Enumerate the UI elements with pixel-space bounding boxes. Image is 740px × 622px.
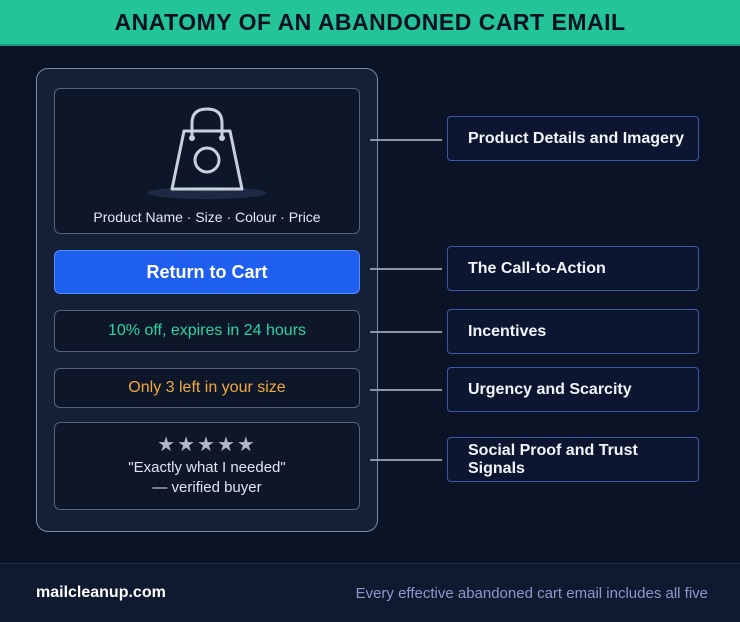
label-incentives: Incentives [447, 309, 699, 354]
shopping-bag-icon [142, 103, 272, 203]
label-social-proof: Social Proof and Trust Signals [447, 437, 699, 482]
social-proof-section: ★★★★★ "Exactly what I needed" — verified… [54, 422, 360, 510]
label-urgency: Urgency and Scarcity [447, 367, 699, 412]
page-title: ANATOMY OF AN ABANDONED CART EMAIL [114, 8, 626, 35]
footer: mailcleanup.com Every effective abandone… [0, 563, 740, 622]
product-caption: Product Name · Size · Colour · Price [93, 209, 321, 225]
label-product-details: Product Details and Imagery [447, 116, 699, 161]
product-section: Product Name · Size · Colour · Price [54, 88, 360, 234]
connector-line-product [370, 139, 442, 141]
incentive-offer: 10% off, expires in 24 hours [54, 310, 360, 352]
label-call-to-action: The Call-to-Action [447, 246, 699, 291]
connector-line-incentive [370, 331, 442, 333]
rating-stars-icon: ★★★★★ [157, 434, 257, 456]
review-attribution: — verified buyer [152, 479, 262, 496]
connector-line-cta [370, 268, 442, 270]
review-quote: "Exactly what I needed" [128, 459, 286, 476]
title-bar: ANATOMY OF AN ABANDONED CART EMAIL [0, 0, 740, 46]
footer-domain-link[interactable]: mailcleanup.com [36, 584, 166, 601]
return-to-cart-button[interactable]: Return to Cart [54, 250, 360, 294]
urgency-notice: Only 3 left in your size [54, 368, 360, 408]
footer-tagline: Every effective abandoned cart email inc… [355, 585, 708, 602]
connector-line-urgency [370, 389, 442, 391]
connector-line-social [370, 459, 442, 461]
